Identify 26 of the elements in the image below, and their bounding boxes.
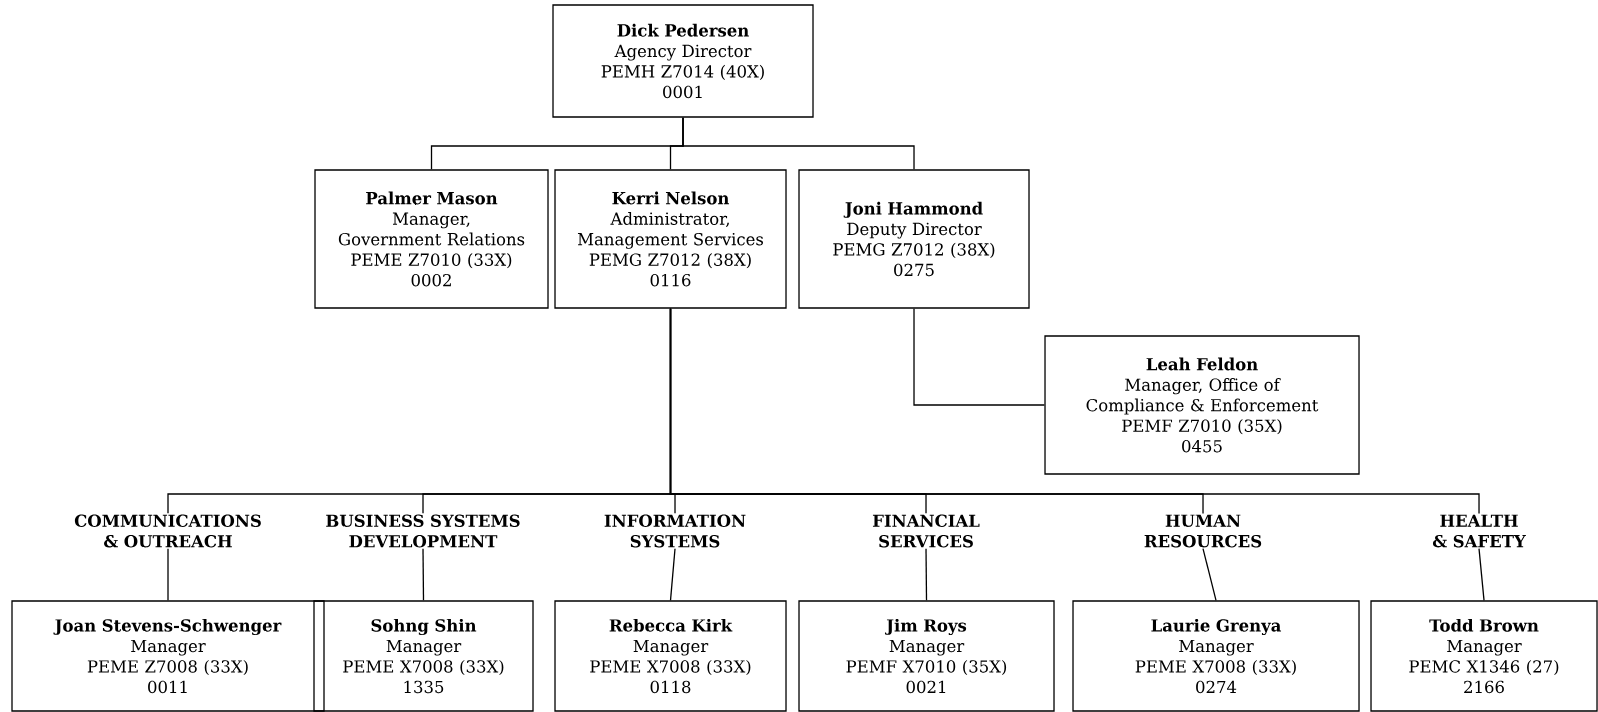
department-heading: HEALTH & SAFETY bbox=[1432, 514, 1526, 548]
position-box: Leah Feldon Manager, Office of Compliance & Enforcement PEMF Z7010 (35X) 0455 bbox=[1044, 335, 1360, 475]
position-box: Todd Brown Manager PEMC X1346 (27) 2166 bbox=[1370, 600, 1598, 712]
department-heading: COMMUNICATIONS & OUTREACH bbox=[74, 514, 261, 548]
connector-line bbox=[1478, 547, 1485, 601]
connector-line bbox=[422, 548, 425, 601]
position-box: Joan Stevens-Schwenger Manager PEME Z7008 (33X) 0011 bbox=[11, 600, 325, 712]
connector-line bbox=[1202, 547, 1217, 601]
connector-line bbox=[925, 548, 928, 601]
connector-line bbox=[913, 308, 1045, 406]
position-box: Jim Roys Manager PEMF X7010 (35X) 0021 bbox=[798, 600, 1055, 712]
connector-line bbox=[167, 548, 169, 601]
department-heading: INFORMATION SYSTEMS bbox=[604, 514, 746, 548]
position-box: Laurie Grenya Manager PEME X7008 (33X) 0274 bbox=[1072, 600, 1360, 712]
department-heading: FINANCIAL SERVICES bbox=[872, 514, 980, 548]
connector-line bbox=[669, 308, 1480, 515]
connector-line bbox=[682, 117, 915, 170]
position-box: Rebecca Kirk Manager PEME X7008 (33X) 0118 bbox=[554, 600, 787, 712]
position-box: Kerri Nelson Administrator, Management Services PEMG Z7012 (38X) 0116 bbox=[554, 169, 787, 309]
position-box: Palmer Mason Manager, Government Relations PEME Z7010 (33X) 0002 bbox=[314, 169, 549, 309]
connector-line bbox=[669, 548, 676, 601]
position-box: Dick Pedersen Agency Director PEMH Z7014 (40X) 0001 bbox=[552, 4, 814, 118]
department-heading: BUSINESS SYSTEMS DEVELOPMENT bbox=[326, 514, 520, 548]
position-box: Sohng Shin Manager PEME X7008 (33X) 1335 bbox=[313, 600, 534, 712]
position-box: Joni Hammond Deputy Director PEMG Z7012 (38X) 0275 bbox=[798, 169, 1030, 309]
department-heading: HUMAN RESOURCES bbox=[1144, 514, 1262, 548]
